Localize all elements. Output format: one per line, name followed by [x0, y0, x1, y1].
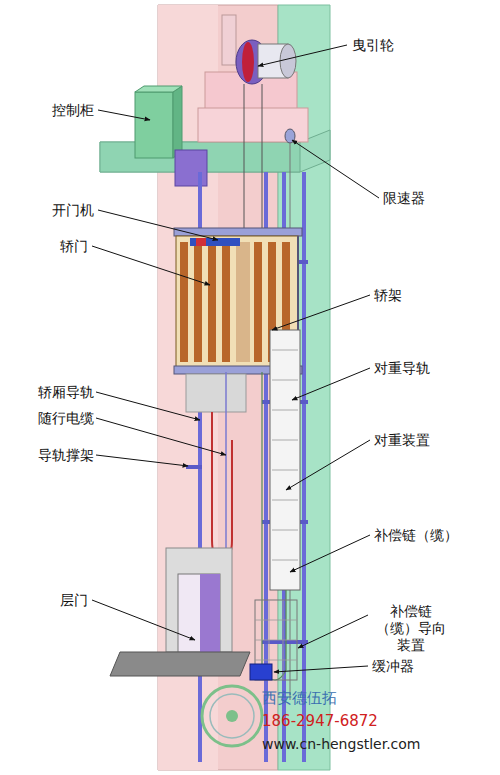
part-label: 补偿链 （缆）导向 装置: [370, 603, 452, 654]
part-label: 随行电缆: [38, 410, 94, 427]
watermark-text: 西安德伍拓: [262, 690, 337, 707]
part-label: 控制柜: [52, 102, 94, 119]
part-label: 缓冲器: [372, 658, 414, 675]
watermark-text: 186-2947-6872: [262, 713, 378, 730]
part-label: 曳引轮: [352, 37, 394, 54]
part-label: 轿门: [60, 238, 88, 255]
part-label: 开门机: [52, 202, 94, 219]
part-label: 对重导轨: [374, 360, 430, 377]
part-label: 层门: [60, 592, 88, 609]
part-label: 轿厢导轨: [38, 384, 94, 401]
part-label: 限速器: [383, 190, 425, 207]
part-label: 轿架: [374, 287, 402, 304]
part-label: 导轨撑架: [38, 447, 94, 464]
part-label: 对重装置: [374, 432, 430, 449]
part-label: 补偿链（缆）: [374, 527, 458, 544]
watermark-text: www.cn-hengstler.com: [262, 736, 421, 753]
